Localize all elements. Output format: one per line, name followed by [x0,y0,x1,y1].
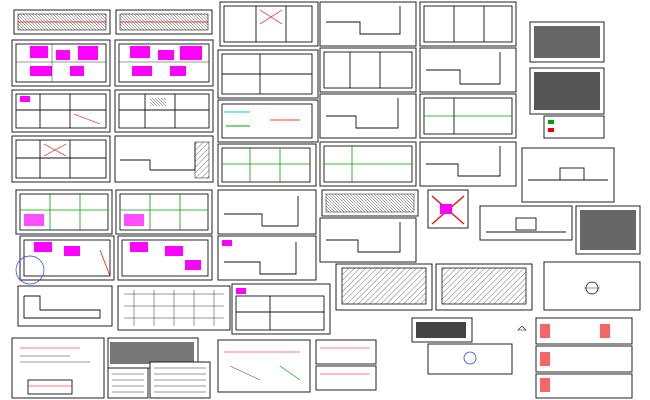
north-arrow [517,325,527,331]
floor-plan-magenta-1 [11,39,111,87]
hatched-plan-c3 [335,263,433,311]
hatched-plan-c4 [435,263,533,311]
column-grid-plan [117,285,231,331]
section-view-c5 [521,147,615,203]
floor-plan-c2-3 [217,99,319,143]
roof-plan-c5 [543,261,641,311]
schedule-table-3 [529,67,605,115]
section-view-c5b [479,205,573,241]
legend-table [543,115,605,139]
site-outline-1 [114,135,214,183]
section-detail-1 [11,337,105,399]
schedule-table-4 [575,205,641,255]
floor-plan-5b [117,235,213,281]
elevation-strip-c3 [321,189,419,217]
floor-plan-4a [15,189,113,235]
floor-plan-c4-2 [419,47,517,93]
floor-plan-4b [115,189,213,235]
detail-sheet-c5 [535,317,633,399]
floor-plan-2b [114,89,214,133]
site-outline-2 [17,285,113,327]
floor-plan-c4-4 [419,141,517,187]
floor-plan-c2-6 [231,283,331,335]
floor-plan-magenta-2 [114,39,214,87]
front-elevation-1 [13,9,111,35]
floor-plan-c4-3 [419,93,517,139]
floor-plan-c2-5 [217,235,317,281]
notes-block-1 [107,367,149,399]
north-arrow-icon [517,325,527,331]
floor-plan-c3-1 [319,1,417,47]
section-detail-c3 [315,339,377,391]
colored-detail-c4 [427,189,469,229]
floor-plan-c3-3 [319,93,417,139]
floor-plan-2a [11,89,111,133]
notes-block-2 [149,361,211,399]
floor-plan-c3-2 [319,47,417,93]
floor-plan-5a [15,235,115,285]
floor-plan-c2-2 [217,49,319,99]
floor-plan-c4-1 [419,1,517,47]
site-outline-c2 [217,189,317,235]
floor-plan-c3-5 [319,217,417,263]
detail-sheet-c2-1 [217,339,311,393]
detail-sheet-c4 [411,317,513,375]
floor-plan-c2-1 [219,1,319,47]
front-elevation-2 [115,9,213,35]
floor-plan-3a [11,135,111,183]
floor-plan-c2-4 [217,143,317,187]
schedule-table-2 [529,21,605,63]
floor-plan-c3-4 [319,141,417,187]
